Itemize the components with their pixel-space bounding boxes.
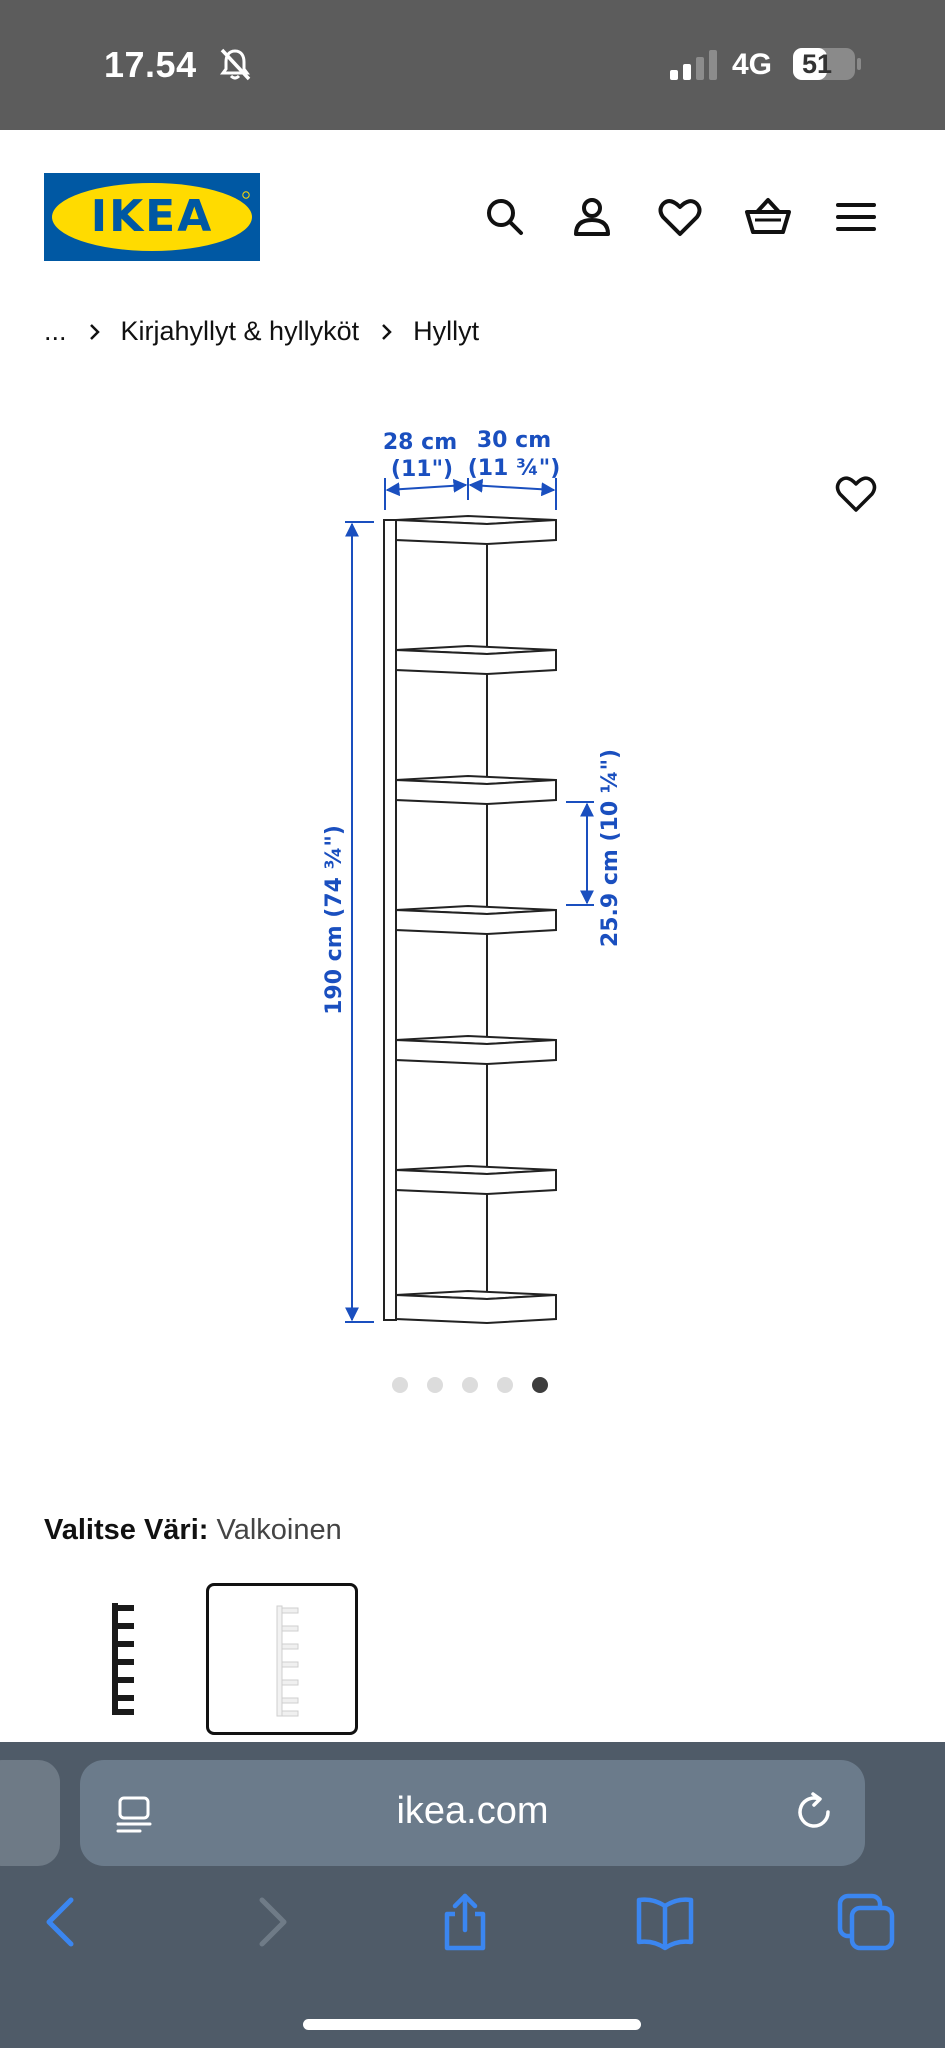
dimension-depth: 28 cm (383, 430, 457, 455)
shelf-front (395, 1168, 557, 1196)
chevron-right-icon (382, 323, 392, 340)
url-text: ikea.com (396, 1790, 549, 1832)
heart-icon[interactable] (655, 192, 705, 242)
ikea-logo[interactable]: IKEA (44, 173, 260, 261)
black-shelf-thumbnail (112, 1603, 134, 1715)
ikea-logo-mark: IKEA (44, 173, 260, 261)
dimension-height: 190 cm (74 ¾") (322, 825, 347, 1015)
user-icon[interactable] (567, 192, 617, 242)
shelves-group (395, 514, 557, 1325)
shelf-front (395, 1038, 557, 1066)
carousel-dot[interactable] (497, 1377, 513, 1393)
dimension-width: 30 cm (477, 428, 551, 453)
tabs-icon[interactable] (834, 1890, 898, 1954)
site-header: IKEA (0, 130, 945, 290)
dimension-shelf-spacing: 25.9 cm (10 ¼") (598, 749, 623, 947)
shelf-back-panel (383, 519, 397, 1321)
share-icon[interactable] (433, 1890, 497, 1954)
svg-text:IKEA: IKEA (91, 191, 214, 242)
battery-level: 51 (802, 49, 833, 79)
previous-tab-preview[interactable] (0, 1760, 60, 1866)
color-label-title: Valitse Väri: (44, 1514, 209, 1546)
search-icon[interactable] (480, 192, 530, 242)
breadcrumb-item-bookshelves[interactable]: Kirjahyllyt & hyllyköt (120, 316, 360, 346)
battery-indicator: 51 (792, 46, 862, 82)
cellular-signal-icon (670, 50, 717, 80)
shelf-front (395, 1293, 557, 1325)
shelf-front (395, 778, 557, 806)
white-shelf-thumbnail (276, 1605, 299, 1717)
shelf-front (395, 908, 557, 936)
menu-icon[interactable] (831, 192, 881, 242)
product-dimension-image[interactable]: 28 cm (11") 30 cm (11 ¾") 190 cm (74 ¾")… (0, 400, 945, 1360)
home-indicator (303, 2019, 641, 2030)
breadcrumb-item-shelves[interactable]: Hyllyt (413, 316, 480, 346)
chevron-right-icon (89, 323, 100, 340)
battery-icon (793, 48, 861, 80)
status-bar: 17.54 4G 51 (0, 0, 945, 130)
add-to-favourites-icon[interactable] (832, 470, 880, 518)
bookmarks-icon[interactable] (633, 1890, 697, 1954)
carousel-dot[interactable] (392, 1377, 408, 1393)
dimension-depth-inches: (11") (391, 457, 453, 482)
muted-bell-icon (220, 48, 251, 81)
shelf-front (395, 518, 557, 546)
page-menu-icon[interactable] (114, 1794, 154, 1834)
network-type: 4G (732, 48, 773, 81)
carousel-dot[interactable] (532, 1377, 548, 1393)
reload-icon[interactable] (792, 1790, 836, 1834)
color-swatch-black[interactable] (48, 1583, 200, 1735)
back-icon[interactable] (31, 1890, 95, 1954)
color-selection-label: Valitse Väri: Valkoinen (44, 1514, 342, 1547)
color-selected-value: Valkoinen (216, 1514, 342, 1546)
carousel-dots (392, 1377, 548, 1393)
address-bar[interactable]: ikea.com (80, 1760, 865, 1866)
carousel-dot[interactable] (462, 1377, 478, 1393)
breadcrumb-item-ellipsis[interactable]: ... (44, 316, 67, 346)
dimension-width-inches: (11 ¾") (468, 456, 561, 481)
carousel-dot[interactable] (427, 1377, 443, 1393)
breadcrumb: ... Kirjahyllyt & hyllyköt Hyllyt (44, 316, 479, 347)
color-swatch-white[interactable] (206, 1583, 358, 1735)
shelf-front (395, 648, 557, 676)
forward-icon[interactable] (238, 1890, 302, 1954)
basket-icon[interactable] (743, 192, 793, 242)
browser-toolbar: ikea.com (0, 1742, 945, 2048)
status-time: 17.54 (104, 44, 197, 85)
